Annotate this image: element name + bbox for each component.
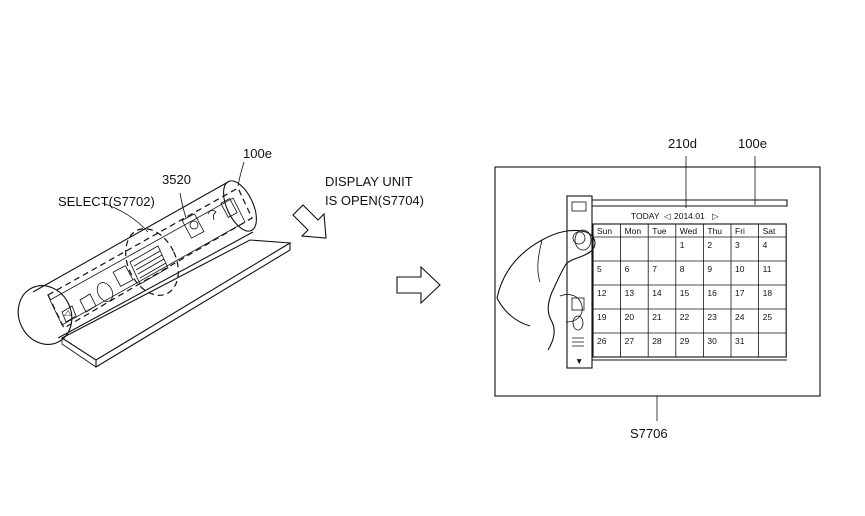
- calendar-date-cell[interactable]: 29: [680, 336, 690, 346]
- calendar-date-cell[interactable]: 25: [763, 312, 773, 322]
- calendar-date-cell[interactable]: 2: [707, 240, 712, 250]
- next-month-icon[interactable]: ▷: [712, 211, 719, 221]
- hand-illustration: [496, 229, 596, 351]
- calendar-date-cell[interactable]: 6: [625, 264, 630, 274]
- device-ref-label-left: 100e: [243, 146, 272, 161]
- svg-text:▼: ▼: [575, 356, 583, 366]
- calendar-frame: [592, 223, 787, 358]
- device-ref-label-right: 100e: [738, 136, 767, 151]
- calendar-date-cell[interactable]: 27: [625, 336, 635, 346]
- calendar-date-cell[interactable]: 21: [652, 312, 662, 322]
- day-header-thu: Thu: [707, 226, 722, 236]
- transition-label-line2: IS OPEN(S7704): [325, 193, 424, 208]
- transition-label-line1: DISPLAY UNIT: [325, 174, 413, 189]
- calendar-date-cell[interactable]: 4: [763, 240, 768, 250]
- day-header-fri: Fri: [735, 226, 745, 236]
- diagonal-arrow-icon: [292, 204, 327, 239]
- calendar-date-cell[interactable]: 22: [680, 312, 690, 322]
- calendar-date-cell[interactable]: 1: [680, 240, 685, 250]
- content-ref-label: 210d: [668, 136, 697, 151]
- calendar-date-cell[interactable]: 23: [707, 312, 717, 322]
- calendar-date-cell[interactable]: 26: [597, 336, 607, 346]
- prev-month-icon[interactable]: ◁: [664, 211, 671, 221]
- calendar-date-cell[interactable]: 9: [707, 264, 712, 274]
- calendar-date-cell[interactable]: 20: [625, 312, 635, 322]
- day-header-sat: Sat: [763, 226, 776, 236]
- open-step-label: S7706: [630, 426, 668, 441]
- calendar-date-cell[interactable]: 18: [763, 288, 773, 298]
- day-header-sun: Sun: [597, 226, 612, 236]
- svg-text:◁: ◁: [61, 308, 72, 320]
- calendar-date-cell[interactable]: 24: [735, 312, 745, 322]
- calendar-date-cell[interactable]: 14: [652, 288, 662, 298]
- calendar-date-cell[interactable]: 8: [680, 264, 685, 274]
- day-header-mon: Mon: [625, 226, 642, 236]
- select-step-label: SELECT(S7702): [58, 194, 155, 209]
- calendar-date-cell[interactable]: 31: [735, 336, 745, 346]
- calendar-date-cell[interactable]: 30: [707, 336, 717, 346]
- side-bar: ▼: [566, 195, 593, 369]
- region-ref-label: 3520: [162, 172, 191, 187]
- calendar-date-cell[interactable]: 11: [763, 264, 772, 274]
- calendar-date-cell[interactable]: 3: [735, 240, 740, 250]
- day-header-tue: Tue: [652, 226, 667, 236]
- calendar-date-cell[interactable]: 28: [652, 336, 662, 346]
- calendar-date-cell[interactable]: 16: [707, 288, 717, 298]
- calendar-date-cell[interactable]: 19: [597, 312, 607, 322]
- opened-display-frame: [494, 166, 821, 397]
- calendar-date-cell[interactable]: 17: [735, 288, 745, 298]
- calendar-header: TODAY ◁ 2014.01 ▷: [631, 211, 719, 221]
- calendar-date-cell[interactable]: 13: [625, 288, 635, 298]
- calendar-date-cell[interactable]: 7: [652, 264, 657, 274]
- calendar-date-cell[interactable]: 15: [680, 288, 690, 298]
- today-label: TODAY: [631, 211, 660, 221]
- month-label: 2014.01: [674, 211, 705, 221]
- calendar-date-cell[interactable]: 12: [597, 288, 607, 298]
- calendar-date-cell[interactable]: 5: [597, 264, 602, 274]
- right-arrow-icon: [396, 265, 441, 305]
- day-header-wed: Wed: [680, 226, 698, 236]
- calendar-date-cell[interactable]: 10: [735, 264, 745, 274]
- rolled-device-illustration: ◁: [17, 161, 292, 368]
